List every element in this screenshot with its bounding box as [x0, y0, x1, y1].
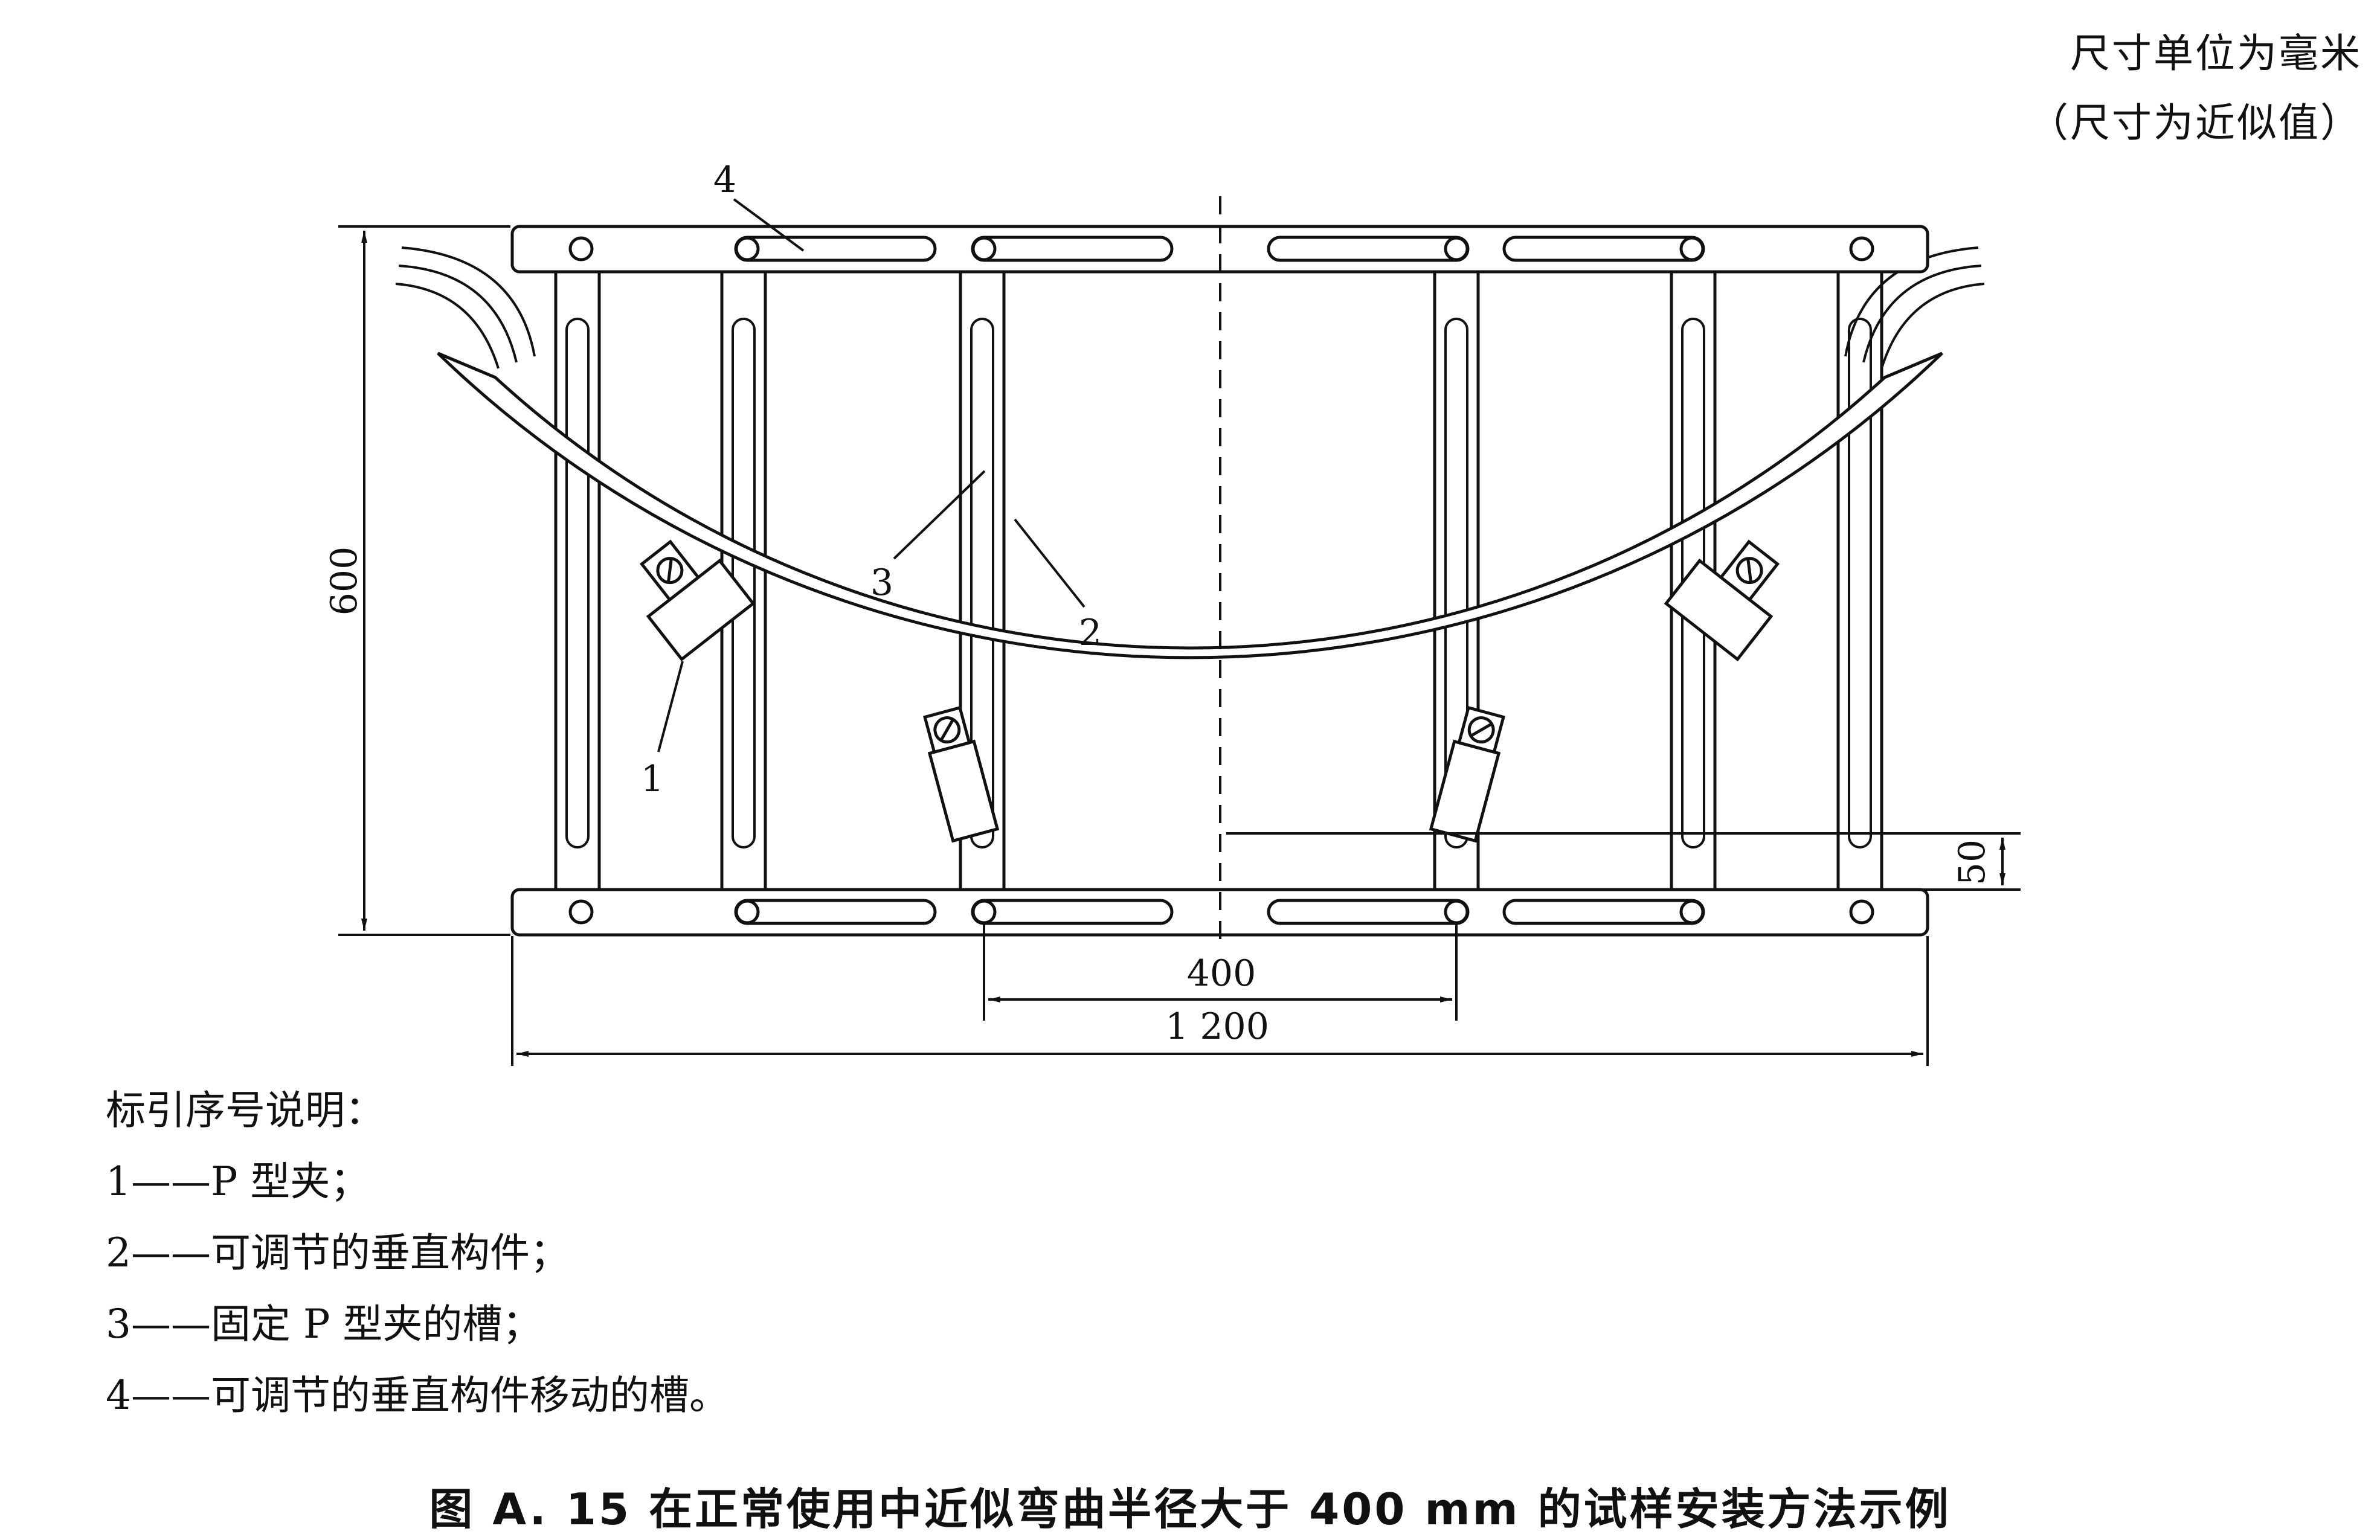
approx-note: （尺寸为近似值） — [2028, 100, 2362, 146]
legend-dash: —— — [131, 1158, 211, 1205]
legend-item: 4——可调节的垂直构件移动的槽。 — [106, 1360, 729, 1431]
vertical-slot — [1848, 318, 1872, 849]
units-note: 尺寸单位为毫米 — [2070, 30, 2362, 77]
callout-leaders — [657, 198, 1085, 752]
cable-end-right — [1862, 265, 1982, 363]
p-clips — [639, 539, 1780, 843]
vertical-slot — [1444, 318, 1468, 849]
p-clip — [639, 539, 756, 662]
dimension-height: 600 — [323, 225, 510, 936]
specimen-end-cap — [1884, 351, 1943, 379]
specimen-end-cap — [437, 351, 496, 379]
dimension-inner-width: 400 — [983, 924, 1458, 1021]
p-clip — [1664, 539, 1780, 662]
legend-number: 4 — [106, 1372, 131, 1419]
legend-text: 固定 P 型夹的槽； — [211, 1301, 542, 1347]
cable-end-left — [398, 265, 518, 363]
rail-hole — [1849, 899, 1874, 925]
legend-item: 3——固定 P 型夹的槽； — [106, 1289, 729, 1360]
dimension-height-label: 600 — [323, 547, 365, 616]
legend: 标引序号说明： 1——P 型夹； 2——可调节的垂直构件； 3——固定 P 型夹… — [106, 1075, 729, 1431]
vertical-member — [554, 252, 601, 914]
leader-2 — [1014, 518, 1085, 608]
curved-specimen — [437, 351, 1943, 659]
legend-text: P 型夹； — [211, 1158, 370, 1205]
legend-text: 可调节的垂直构件； — [211, 1230, 570, 1276]
leader-3 — [893, 470, 986, 560]
dimension-inner-width-label: 400 — [1187, 952, 1256, 995]
vertical-member — [1836, 252, 1883, 914]
rail-hole — [1849, 236, 1874, 261]
callout-4: 4 — [713, 159, 736, 201]
legend-item: 1——P 型夹； — [106, 1146, 729, 1218]
vertical-slot — [565, 318, 590, 849]
legend-text: 可调节的垂直构件移动的槽。 — [211, 1372, 729, 1419]
leader-1 — [657, 661, 684, 752]
legend-item: 2——可调节的垂直构件； — [106, 1218, 729, 1289]
legend-number: 3 — [106, 1301, 131, 1347]
leader-4 — [733, 198, 805, 252]
legend-dash: —— — [131, 1230, 211, 1276]
legend-dash: —— — [131, 1301, 211, 1347]
callout-1: 1 — [641, 758, 664, 800]
vertical-slot — [970, 318, 994, 849]
callout-3: 3 — [870, 562, 893, 604]
vertical-slots — [565, 318, 1872, 849]
callout-2: 2 — [1079, 612, 1102, 654]
dimension-offset: 50 — [1226, 832, 2021, 891]
dimension-offset-label: 50 — [1951, 839, 1993, 885]
dimension-total-width: 1 200 — [511, 936, 1929, 1066]
rail-hole — [568, 899, 594, 925]
cable-ends — [395, 246, 1985, 369]
figure-caption: 图 A. 15 在正常使用中近似弯曲半径大于 400 mm 的试样安装方法示例 — [429, 1484, 1951, 1535]
legend-number: 1 — [106, 1158, 131, 1205]
legend-dash: —— — [131, 1372, 211, 1419]
cable-end-right — [1880, 283, 1985, 369]
cable-end-left — [401, 246, 536, 357]
dimension-total-width-label: 1 200 — [1165, 1006, 1269, 1048]
legend-number: 2 — [106, 1230, 131, 1276]
legend-title: 标引序号说明： — [106, 1087, 385, 1134]
p-clip — [1429, 705, 1505, 843]
rail-hole — [568, 236, 594, 261]
cable-end-right — [1844, 246, 1979, 357]
p-clip — [923, 705, 1000, 843]
cable-end-left — [395, 283, 500, 369]
